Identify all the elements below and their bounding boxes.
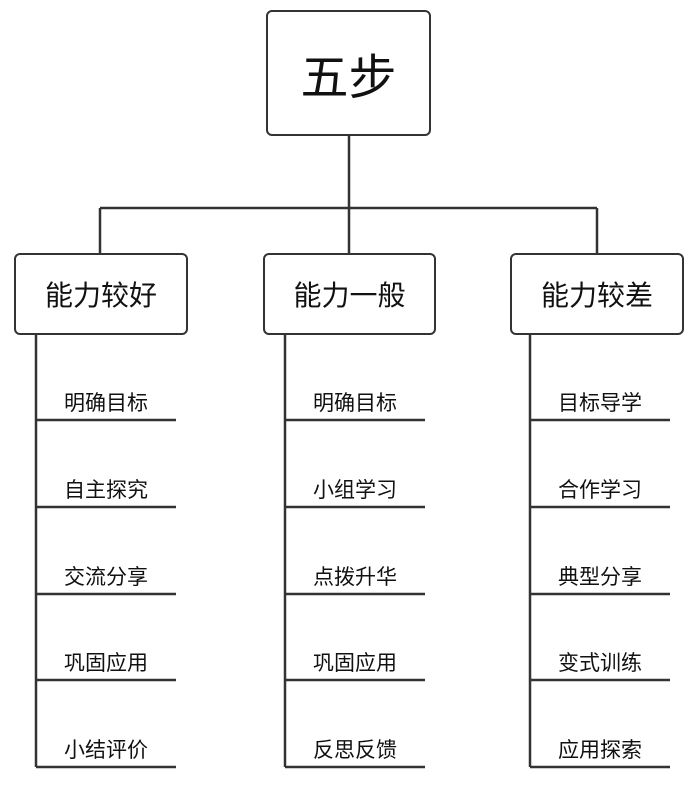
- step-item: 合作学习: [558, 478, 642, 502]
- branch-node-good-ability: 能力较好: [14, 253, 188, 335]
- branch-label: 能力较好: [44, 279, 157, 312]
- step-item: 应用探索: [558, 738, 642, 762]
- root-label: 五步: [300, 50, 397, 106]
- step-item: 小组学习: [313, 478, 397, 502]
- step-item: 反思反馈: [313, 738, 397, 762]
- step-item: 明确目标: [64, 391, 148, 415]
- branch-node-weak-ability: 能力较差: [510, 253, 684, 335]
- step-item: 变式训练: [558, 651, 642, 675]
- branch-label: 能力较差: [540, 279, 653, 312]
- step-item: 小结评价: [64, 738, 148, 762]
- step-item: 巩固应用: [313, 651, 397, 675]
- step-item: 目标导学: [558, 391, 642, 415]
- step-item: 明确目标: [313, 391, 397, 415]
- step-item: 巩固应用: [64, 651, 148, 675]
- step-item: 典型分享: [558, 565, 642, 589]
- root-node: 五步: [266, 10, 431, 136]
- branch-label: 能力一般: [293, 279, 406, 312]
- step-item: 交流分享: [64, 565, 148, 589]
- step-item: 自主探究: [64, 478, 148, 502]
- step-item: 点拨升华: [313, 565, 397, 589]
- branch-node-average-ability: 能力一般: [263, 253, 436, 335]
